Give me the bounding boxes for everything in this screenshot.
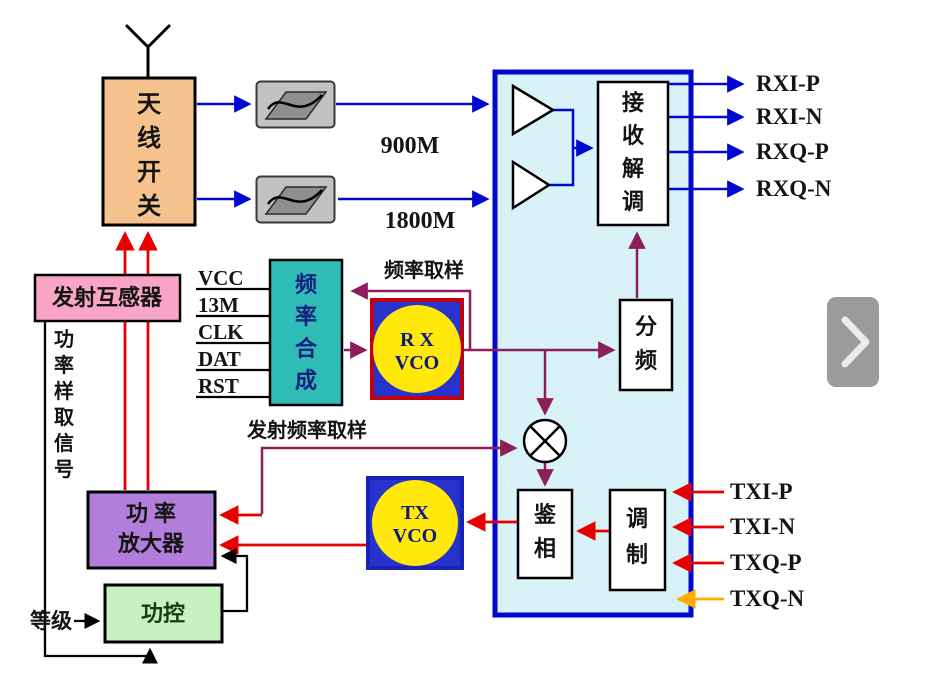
rx-demod-char: 接 <box>622 90 644 115</box>
phase-detector-char: 鉴 <box>533 502 557 527</box>
rx-vco-block: R X VCO <box>370 298 464 400</box>
rxi-n-label: RXI-N <box>756 104 823 129</box>
pin-label-13m: 13M <box>198 293 239 317</box>
freq-synth-char: 成 <box>295 368 317 393</box>
pin-label-vcc: VCC <box>198 266 244 290</box>
power-sample-char: 信 <box>54 431 74 455</box>
phase-detector-char: 相 <box>534 536 556 561</box>
power-sample-char: 取 <box>54 407 74 429</box>
antenna-switch-char: 关 <box>137 193 161 220</box>
control-wires <box>43 287 270 664</box>
freq-divider-block: 分 频 <box>618 298 674 392</box>
filter-900-icon <box>255 80 336 129</box>
phase-detector-block: 鉴 相 <box>516 488 574 580</box>
power-control-label: 功控 <box>141 601 185 626</box>
freq-synth-char: 率 <box>295 304 317 329</box>
power-amp-block: 功 率 放大器 <box>86 490 217 570</box>
modulator-char: 制 <box>626 542 648 567</box>
power-amp-label: 功 率 <box>126 501 176 526</box>
freq-synth-char: 频 <box>295 272 317 297</box>
freq-synth-char: 合 <box>295 336 318 361</box>
rx-demod-char: 调 <box>622 189 644 214</box>
filter-1800-icon <box>255 175 336 224</box>
tx-transformer-label: 发射互感器 <box>51 285 163 310</box>
lna-900-icon <box>511 83 556 137</box>
rxi-p-label: RXI-P <box>756 71 820 96</box>
tx-vco-label: TX <box>401 502 429 524</box>
rxq-p-label: RXQ-P <box>756 139 829 164</box>
power-sample-char: 号 <box>54 458 74 481</box>
power-sample-char: 功 <box>54 328 74 351</box>
txq-p-label: TXQ-P <box>730 550 802 575</box>
rx-vco-label: R X <box>400 329 434 351</box>
rx-demod-char: 解 <box>622 156 644 181</box>
rxq-n-label: RXQ-N <box>756 176 832 201</box>
pin-label-rst: RST <box>198 374 239 398</box>
freq-divider-char: 频 <box>635 348 657 373</box>
antenna-switch-char: 开 <box>137 159 161 186</box>
modulator-char: 调 <box>626 506 648 531</box>
antenna-icon <box>125 24 171 82</box>
chevron-right-icon <box>841 316 870 368</box>
grade-label: 等级 <box>30 609 72 633</box>
rx-wires <box>197 75 745 208</box>
carousel-next-button[interactable] <box>827 297 879 387</box>
band-1800-label: 1800M <box>385 208 456 234</box>
wire-tx-freq-sample <box>260 439 518 514</box>
wire-power-control-to-pa <box>220 547 249 613</box>
txi-n-label: TXI-N <box>730 514 796 539</box>
power-sample-signal-label: 功 率 样 取 信 号 <box>54 328 74 481</box>
wire-power-sample-to-power-control <box>43 321 159 664</box>
tx-vco-label: VCO <box>393 525 437 547</box>
modulator-block: 调 制 <box>608 488 667 592</box>
freq-divider-char: 分 <box>635 314 657 339</box>
txq-n-label: TXQ-N <box>730 586 805 611</box>
antenna-switch-char: 天 <box>137 91 161 118</box>
rx-output-labels: RXI-P RXI-N RXQ-P RXQ-N <box>756 71 832 201</box>
tx-vco-block: TX VCO <box>366 476 464 570</box>
pin-label-clk: CLK <box>198 320 244 344</box>
power-amp-label: 放大器 <box>117 531 185 556</box>
freq-sampling-label: 频率取样 <box>384 258 464 282</box>
txi-p-label: TXI-P <box>730 479 793 504</box>
tx-input-labels: TXI-P TXI-N TXQ-P TXQ-N <box>730 479 805 611</box>
power-sample-char: 率 <box>54 353 74 377</box>
pin-label-dat: DAT <box>198 347 241 371</box>
lna-1800-icon <box>511 159 552 211</box>
lo-sample-wires <box>260 231 646 514</box>
power-sample-char: 样 <box>54 379 74 403</box>
rx-demod-block: 接 收 解 调 <box>596 80 670 227</box>
freq-synth-block: 频 率 合 成 <box>268 258 344 407</box>
band-900-label: 900M <box>381 133 440 159</box>
synth-pins: VCC 13M CLK DAT RST <box>198 266 244 398</box>
rx-demod-char: 收 <box>622 123 644 148</box>
tx-transformer-block: 发射互感器 <box>33 273 182 323</box>
tx-freq-sampling-label: 发射频率取样 <box>246 418 367 442</box>
power-control-block: 功控 <box>103 583 224 644</box>
antenna-switch-block: 天 线 开 关 <box>101 76 197 227</box>
rx-vco-label: VCO <box>395 352 439 374</box>
antenna-switch-char: 线 <box>137 125 161 152</box>
mixer-icon <box>522 418 568 464</box>
wire-freq-sample-feedback <box>350 282 472 350</box>
